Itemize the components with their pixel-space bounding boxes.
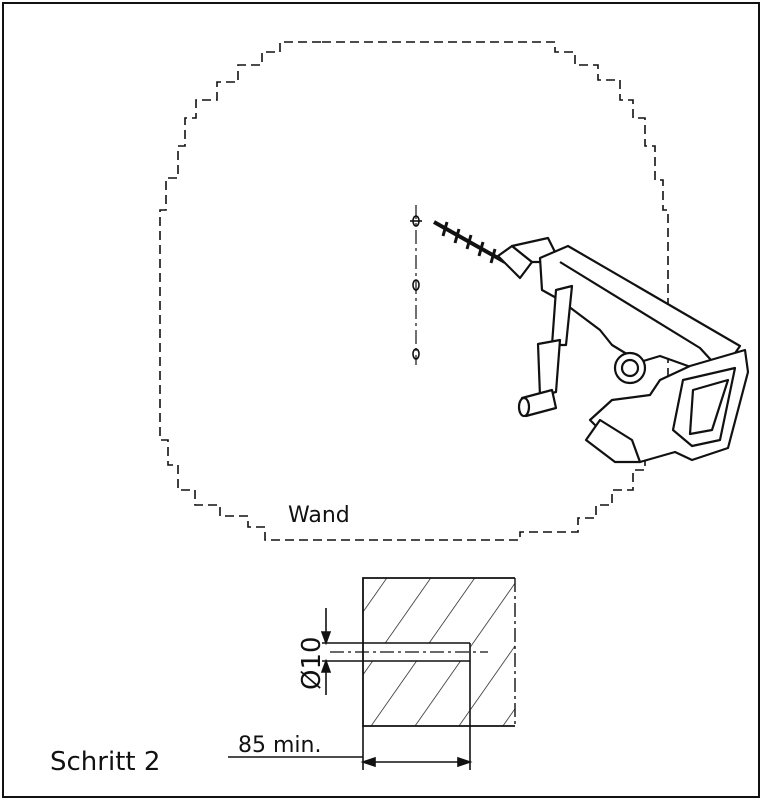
diameter-dimension xyxy=(320,608,363,695)
wall-label: Wand xyxy=(288,503,350,528)
wall-outline xyxy=(159,41,669,541)
wall-section-view xyxy=(330,577,516,770)
drill-hole-mark-icon xyxy=(410,215,422,360)
step-label: Schritt 2 xyxy=(50,747,160,777)
depth-dimension xyxy=(228,726,473,770)
depth-label: 85 min. xyxy=(238,733,321,758)
rotary-hammer-drill-icon xyxy=(433,220,750,464)
diameter-label: Ø10 xyxy=(297,636,327,690)
